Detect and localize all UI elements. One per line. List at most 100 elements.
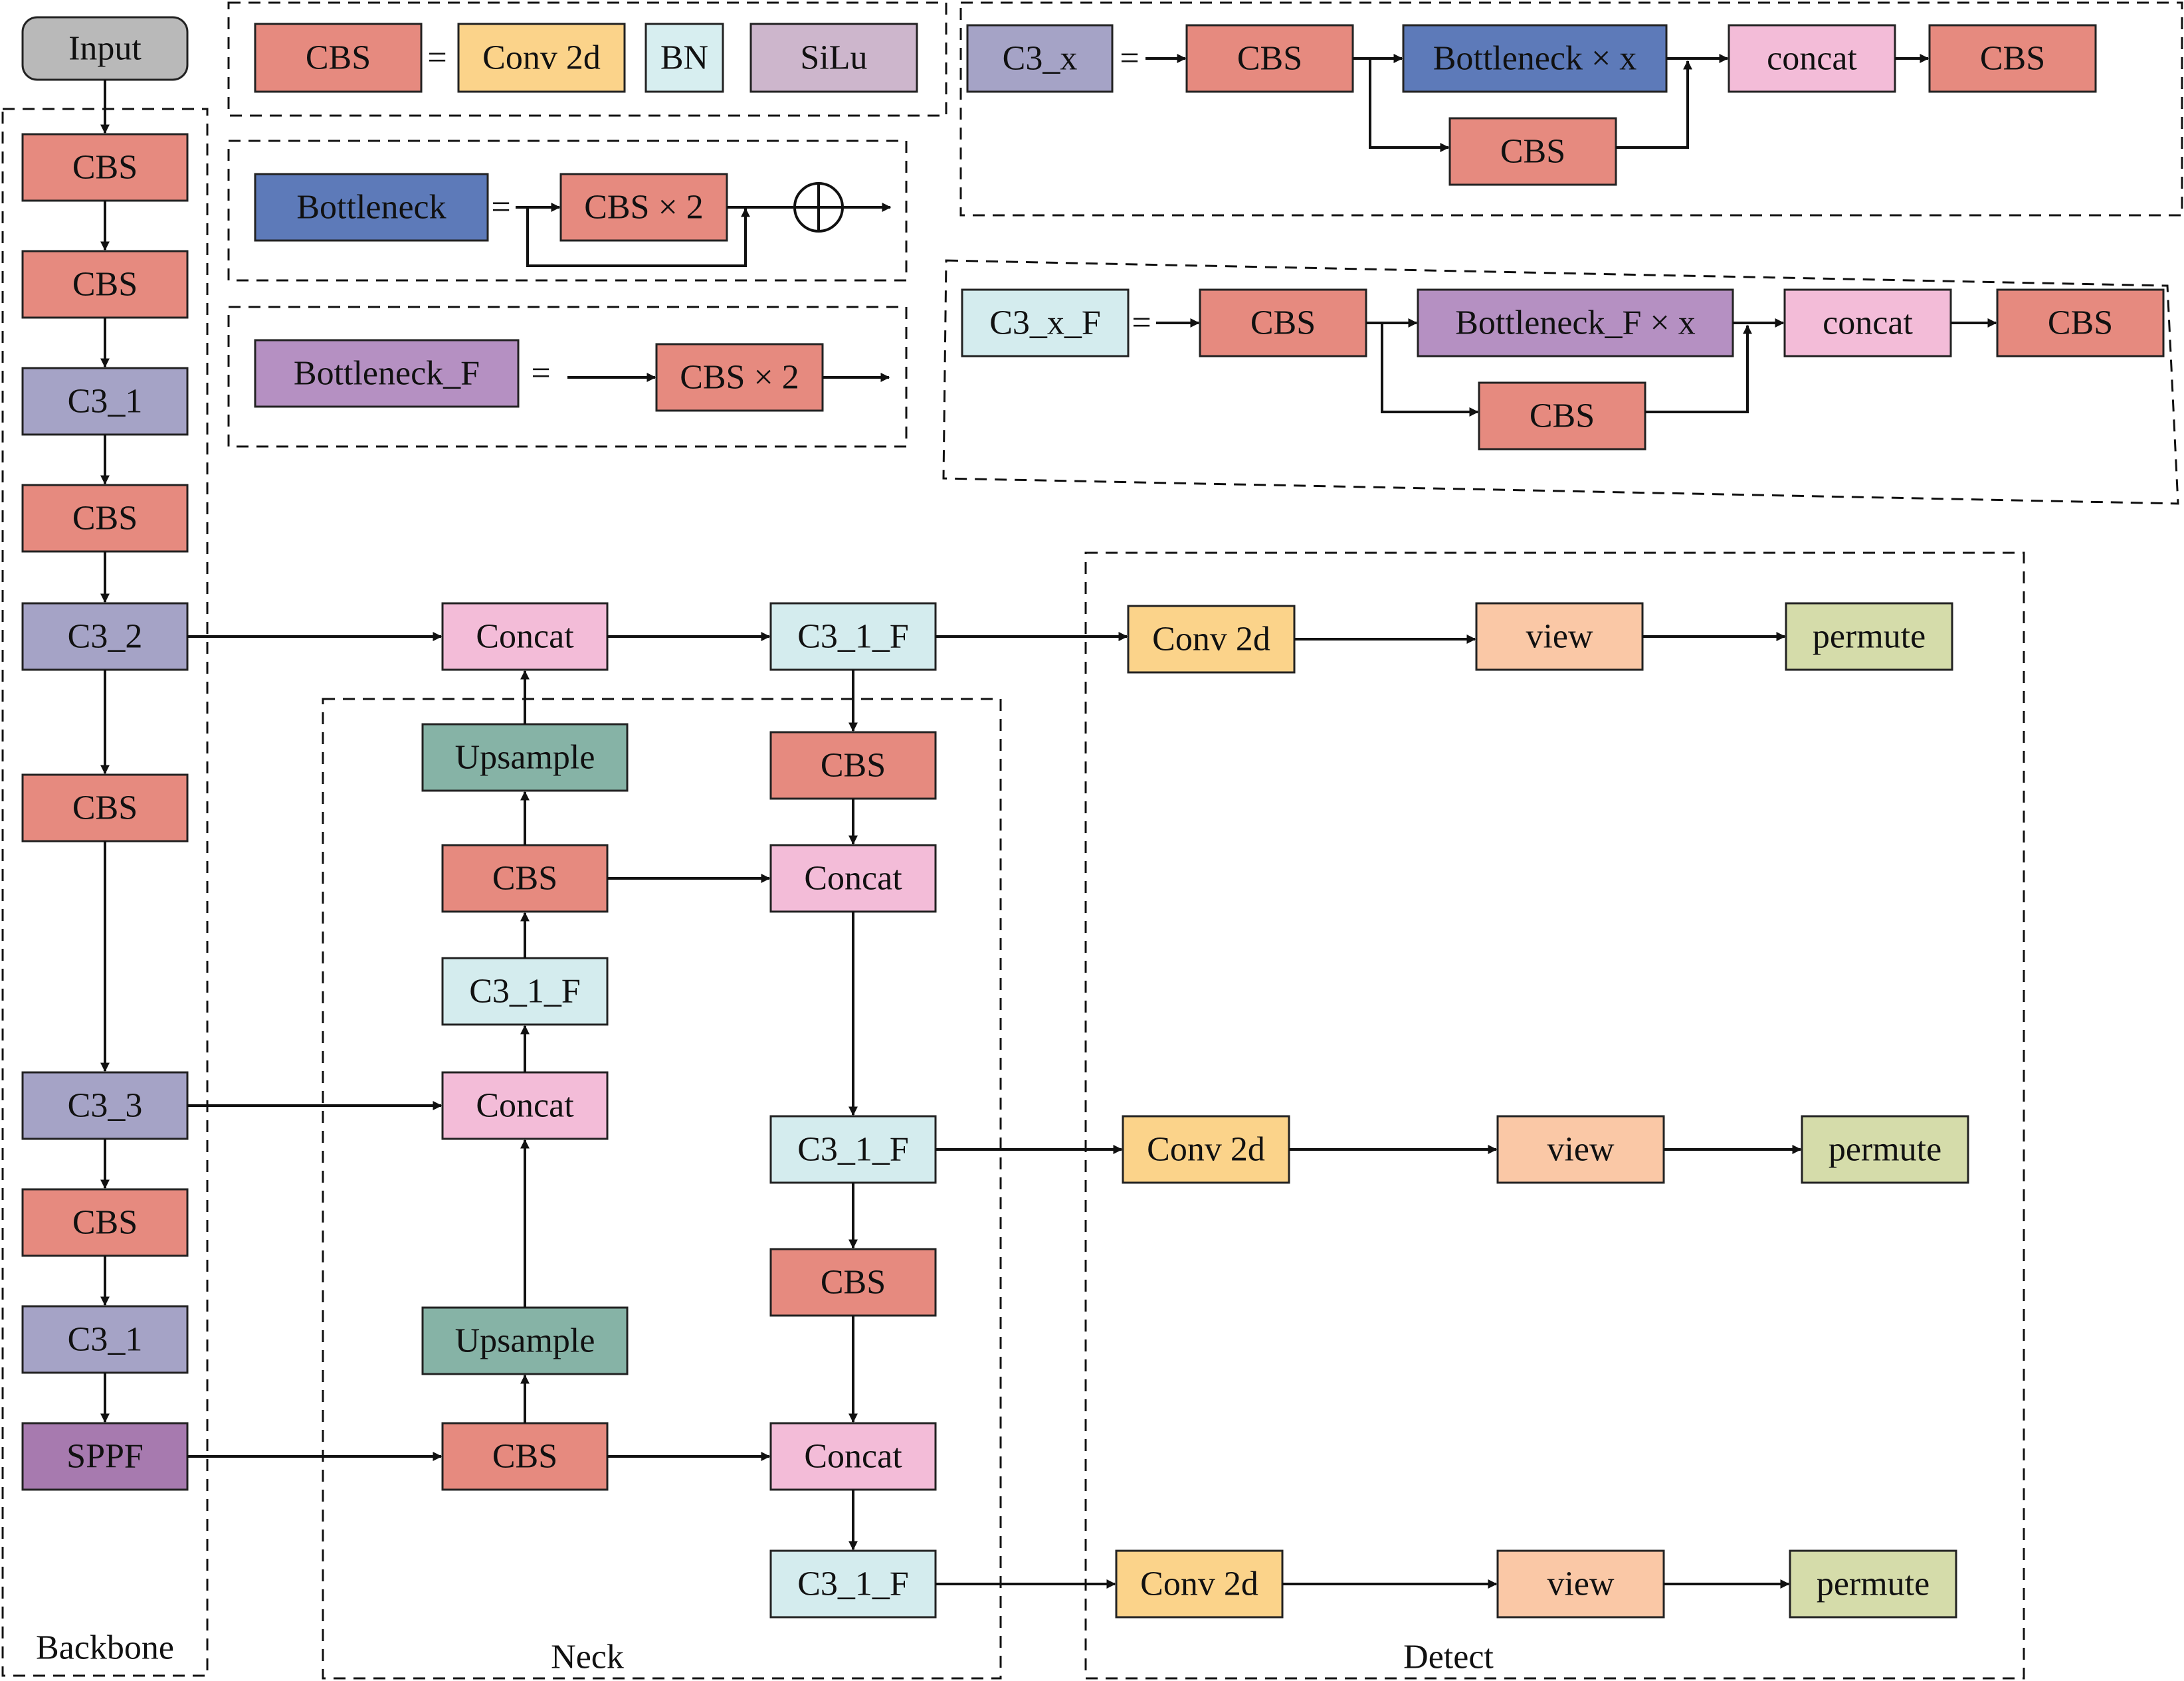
legend-box-bottleneck-f [227, 306, 908, 448]
backbone-c3-1-b-label: C3_1 [68, 1321, 143, 1359]
neck-upsample-1-block [421, 723, 629, 792]
backbone-c3-1-b-block [21, 1305, 189, 1374]
backbone-cbs-2-label: CBS [72, 266, 138, 304]
legend-c3x-cbs-1-label: CBS [1237, 40, 1302, 78]
legend-bn-block [645, 23, 724, 93]
backbone-sppf-block [21, 1422, 189, 1491]
legend-c3xf-definition: C3_x_F = CBS Bottleneck_F × x CBS concat… [942, 259, 2179, 505]
detect-permute-2-block [1801, 1115, 1969, 1184]
backbone-cbs-1-block [21, 133, 189, 202]
legend-c3x-label: C3_x [1003, 40, 1078, 78]
legend-box-cbs [227, 1, 947, 117]
legend-box-c3xf [942, 259, 2179, 505]
backbone-cbs-1-label: CBS [72, 149, 138, 187]
neck-cbs-3-block [769, 731, 937, 800]
detect-permute-1-block [1785, 602, 1953, 671]
neck-c3-1-f-4-label: C3_1_F [797, 1565, 909, 1603]
backbone-c3-3-label: C3_3 [68, 1087, 143, 1125]
legend-c3xf-cbs-2-label: CBS [1530, 397, 1595, 435]
legend-c3xf-cbs-1-label: CBS [1250, 304, 1316, 342]
detect-permute-3-label: permute [1817, 1565, 1930, 1603]
neck-c3-1-f-3-label: C3_1_F [797, 1131, 909, 1169]
legend-bottleneck-f-cbs-x2-label: CBS × 2 [680, 359, 799, 397]
legend-c3x-equals: = [1120, 40, 1139, 78]
detect-view-2-label: view [1547, 1131, 1615, 1169]
legend-c3xf-block [961, 288, 1130, 357]
legend-equals: = [427, 39, 447, 77]
neck-cbs-4-label: CBS [821, 1264, 886, 1302]
neck-concat-3-label: Concat [804, 860, 902, 898]
backbone-c3-1-label: C3_1 [68, 383, 143, 421]
legend-bottleneck-cbs-x2-label: CBS × 2 [584, 189, 704, 227]
detect-view-3-label: view [1547, 1565, 1615, 1603]
legend-c3xf-equals: = [1132, 304, 1151, 342]
legend-bottleneck-f-cbs-x2-block [655, 343, 824, 412]
legend-c3xf-bottleneck-f-block [1417, 288, 1734, 357]
neck-group [322, 698, 1002, 1680]
backbone-sppf-label: SPPF [66, 1438, 144, 1476]
legend-silu-label: SiLu [800, 39, 867, 77]
legend-c3x-cbs-3-label: CBS [1980, 40, 2045, 78]
legend-c3x-cbs-1-block [1185, 24, 1354, 93]
neck-c3-1-f-1-block [441, 957, 609, 1026]
detect-permute-2-label: permute [1829, 1131, 1941, 1169]
legend-bottleneck-cbs-x2-block [559, 173, 728, 242]
legend-c3xf-cbs-3-label: CBS [2048, 304, 2113, 342]
neck-c3-1-f-4-block [769, 1549, 937, 1619]
backbone-cbs-4-block [21, 773, 189, 842]
neck-c3-1-f-2-label: C3_1_F [797, 618, 909, 656]
neck-concat-3-block [769, 844, 937, 913]
neck-concat-2-block [441, 1071, 609, 1140]
backbone-c3-3-block [21, 1071, 189, 1140]
legend-bottleneck-block [254, 173, 489, 242]
backbone-cbs-3-block [21, 484, 189, 553]
neck-concat-2-label: Concat [476, 1087, 574, 1125]
neck-concat-4-label: Concat [804, 1438, 902, 1476]
legend-bottleneck-f-block [254, 339, 520, 408]
neck-upsample-2-block [421, 1306, 629, 1375]
legend-bn-label: BN [660, 39, 708, 77]
detect-conv-3-block [1115, 1549, 1284, 1619]
legend-c3x-definition: C3_x = CBS Bottleneck × x CBS concat CBS [959, 1, 2183, 217]
backbone-cbs-4-label: CBS [72, 789, 138, 827]
legend-bottleneck-equals: = [491, 189, 510, 227]
legend-c3xf-cbs-1-block [1199, 288, 1367, 357]
neck-c3-1-f-1-label: C3_1_F [469, 973, 581, 1011]
detect-view-2-block [1496, 1115, 1665, 1184]
legend-cbs-block [254, 23, 423, 93]
backbone-c3-2-label: C3_2 [68, 618, 143, 656]
detect-permute-1-label: permute [1813, 618, 1926, 656]
detect-group [1084, 551, 2025, 1680]
legend-c3xf-cbs-2-block [1478, 381, 1646, 450]
detect-conv-2-label: Conv 2d [1147, 1131, 1265, 1169]
legend-bottleneck-f-definition: Bottleneck_F = CBS × 2 [227, 306, 908, 448]
neck-c3-1-f-3-block [769, 1115, 937, 1184]
legend-c3x-block [966, 24, 1114, 93]
neck-cbs-2-label: CBS [492, 1438, 557, 1476]
neck-cbs-1-label: CBS [492, 860, 557, 898]
legend-cbs-definition: CBS = Conv 2d BN SiLu [227, 1, 947, 117]
detect-conv-3-label: Conv 2d [1140, 1565, 1258, 1603]
backbone-label: Backbone [36, 1629, 174, 1667]
detect-permute-3-block [1789, 1549, 1957, 1619]
legend-bottleneck-f-equals: = [531, 355, 550, 393]
legend-bottleneck-label: Bottleneck [296, 189, 446, 227]
detect-label: Detect [1403, 1638, 1494, 1676]
neck-upsample-1-label: Upsample [455, 739, 595, 777]
legend-cbs-label: CBS [306, 39, 371, 77]
legend-c3x-cbs-2-label: CBS [1500, 133, 1565, 171]
backbone-input-label: Input [68, 30, 142, 68]
legend-conv-label: Conv 2d [482, 39, 601, 77]
legend-c3x-cbs-2-block [1448, 117, 1617, 186]
legend-box-bottleneck [227, 140, 908, 282]
neck-concat-1-label: Concat [476, 618, 574, 656]
legend-c3x-concat-label: concat [1767, 40, 1857, 78]
neck-label: Neck [551, 1638, 624, 1676]
neck-upsample-2-label: Upsample [455, 1322, 595, 1360]
legend-c3xf-cbs-3-block [1996, 288, 2165, 357]
legend-box-c3x [959, 1, 2183, 217]
detect-view-3-block [1496, 1549, 1665, 1619]
detect-view-1-label: view [1526, 618, 1593, 656]
legend-c3xf-label: C3_x_F [989, 304, 1101, 342]
backbone-cbs-3-label: CBS [72, 500, 138, 538]
